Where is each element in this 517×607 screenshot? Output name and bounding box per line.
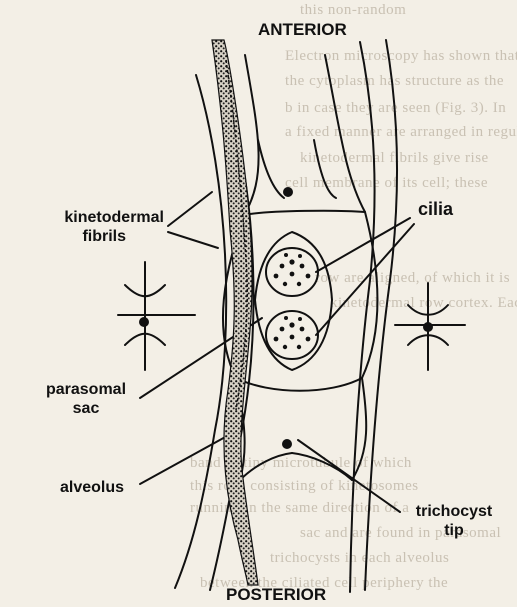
label-anterior: ANTERIOR [258, 20, 347, 39]
microtubule-dot [280, 264, 285, 269]
leader-trichocyst [298, 440, 400, 512]
microtubule-dot [298, 317, 302, 321]
label-parasomal-line2: sac [30, 399, 142, 418]
lower-alveolus-bottom-left [240, 453, 292, 480]
label-alveolus: alveolus [60, 478, 124, 497]
kinetodermal-fibril-bundle [212, 40, 258, 585]
microtubule-dot [274, 337, 279, 342]
label-trichocyst-tip: trichocyst tip [404, 502, 504, 540]
microtubule-dot [297, 282, 301, 286]
microtubule-dot [298, 254, 302, 258]
microtubule-dot [289, 322, 294, 327]
leader-alveolus [140, 430, 238, 484]
microtubule-dot [290, 335, 295, 340]
microtubule-dot [306, 274, 311, 279]
label-parasomal-line1: parasomal [30, 380, 142, 399]
trichocyst-tip-dot [139, 317, 149, 327]
microtubule-dot [300, 264, 305, 269]
microtubule-dot [280, 327, 285, 332]
microtubule-dot [297, 345, 301, 349]
label-posterior: POSTERIOR [226, 585, 326, 604]
trichocyst-tip-dot [283, 187, 293, 197]
microtubule-dot [284, 316, 288, 320]
central-alveolus-bottom [236, 378, 362, 391]
alveolus-boundary-right-inner [350, 42, 375, 592]
trichocyst-tip-dot [282, 439, 292, 449]
parasomal-sac-outline [255, 232, 332, 370]
label-cilia: cilia [418, 200, 453, 219]
microtubule-dot [274, 274, 279, 279]
central-alveolus-right [362, 212, 377, 378]
microtubule-dot [284, 253, 288, 257]
label-parasomal-sac: parasomal sac [30, 380, 142, 418]
leader-kinetodermal-a [168, 192, 212, 226]
microtubule-dot [283, 282, 287, 286]
leader-kinetodermal-b [168, 232, 218, 248]
label-trichocyst-line1: trichocyst [404, 502, 504, 521]
label-kinetodermal-line2: fibrils [14, 227, 164, 246]
upper-alveolus-right [325, 55, 365, 212]
label-kinetodermal-line1: kinetodermal [14, 208, 164, 227]
upper-alveolus-bottom [244, 211, 365, 215]
upper-alveolus-top-left [258, 140, 284, 198]
microtubule-dot [289, 259, 294, 264]
microtubule-dot [290, 272, 295, 277]
microtubule-dot [306, 337, 311, 342]
microtubule-dot [300, 327, 305, 332]
label-trichocyst-line2: tip [404, 521, 504, 540]
trichocyst-tip-dot [423, 322, 433, 332]
alveolus-boundary-left-outer [175, 75, 226, 588]
label-kinetodermal-fibrils: kinetodermal fibrils [14, 208, 164, 246]
microtubule-dot [283, 345, 287, 349]
upper-alveolus-top-right [314, 140, 336, 198]
